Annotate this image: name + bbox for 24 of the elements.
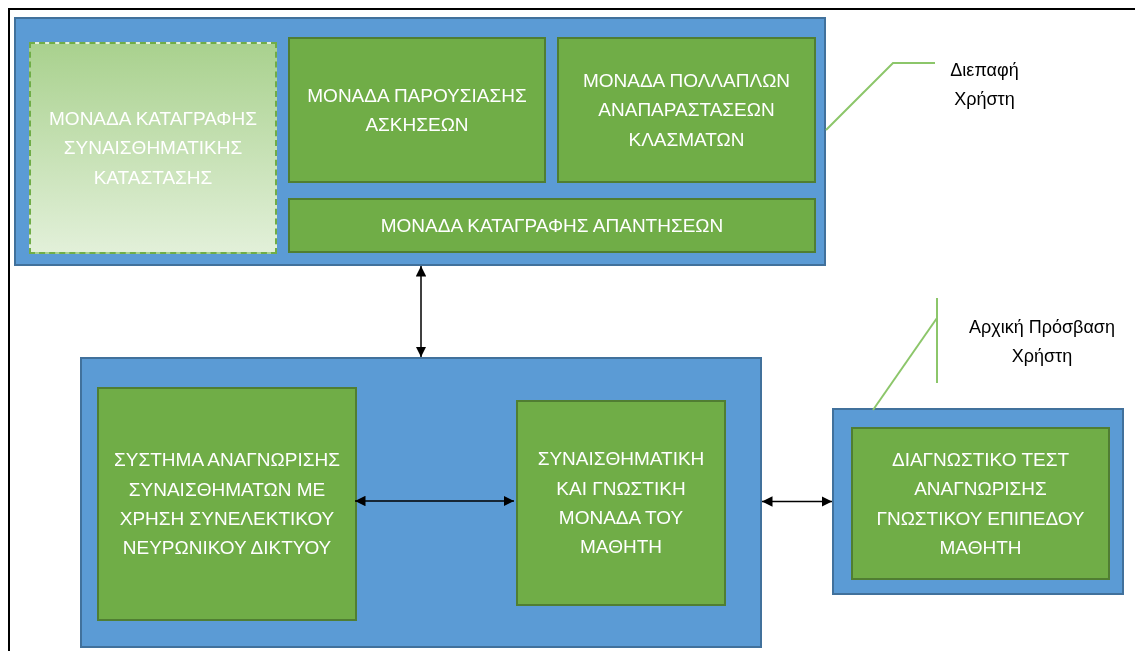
- module-box: [97, 387, 357, 621]
- module-box: [851, 427, 1110, 580]
- module-box: [516, 400, 726, 606]
- module-box: [288, 198, 816, 253]
- arrow: [415, 265, 427, 358]
- module-box: [29, 42, 277, 254]
- arrow: [761, 496, 833, 507]
- module-label: ΜΟΝΑΔΑ ΚΑΤΑΓΡΑΦΗΣ ΣΥΝΑΙΣΘΗΜΑΤΙΚΗΣ ΚΑΤΑΣΤΑΣΗΣ: [48, 106, 258, 190]
- callout-text: Αρχική Πρόσβαση Χρήστη: [937, 293, 1137, 391]
- module-label: ΣΥΣΤΗΜΑ ΑΝΑΓΝΩΡΙΣΗΣ ΣΥΝΑΙΣΘΗΜΑΤΩΝ ΜΕ ΧΡΗΣΗ ΣΥΝΕΛΕΚΤΙΚΟΥ ΝΕΥΡΩΝΙΚΟΥ ΔΙΚΤΥΟΥ: [113, 448, 341, 561]
- leader-line: [825, 62, 936, 131]
- arrow: [354, 495, 515, 507]
- module-label: ΜΟΝΑΔΑ ΠΑΡΟΥΣΙΑΣΗΣ ΑΣΚΗΣΕΩΝ: [306, 83, 528, 137]
- module-label: ΜΟΝΑΔΑ ΠΟΛΛΑΠΛΩΝ ΑΝΑΠΑΡΑΣΤΑΣΕΩΝ ΚΛΑΣΜΑΤΩΝ: [581, 68, 792, 152]
- module-box: [557, 37, 816, 183]
- module-panel: [80, 357, 762, 648]
- leader-line: [872, 317, 938, 411]
- module-box: [288, 37, 546, 183]
- module-label: ΜΟΝΑΔΑ ΚΑΤΑΓΡΑΦΗΣ ΑΠΑΝΤΗΣΕΩΝ: [379, 213, 725, 238]
- module-label: ΣΥΝΑΙΣΘΗΜΑΤΙΚΗ ΚΑΙ ΓΝΩΣΤΙΚΗ ΜΟΝΑΔΑ ΤΟΥ ΜΑΘΗΤΗ: [536, 447, 706, 560]
- callout-text: Διεπαφή Χρήστη: [935, 52, 1040, 118]
- module-panel: [832, 408, 1124, 595]
- module-label: ΔΙΑΓΝΩΣΤΙΚΟ ΤΕΣΤ ΑΝΑΓΝΩΡΙΣΗΣ ΓΝΩΣΤΙΚΟΥ ΕΠΙΠΕΔΟΥ ΜΑΘΗΤΗ: [875, 447, 1086, 560]
- module-panel: [14, 17, 826, 266]
